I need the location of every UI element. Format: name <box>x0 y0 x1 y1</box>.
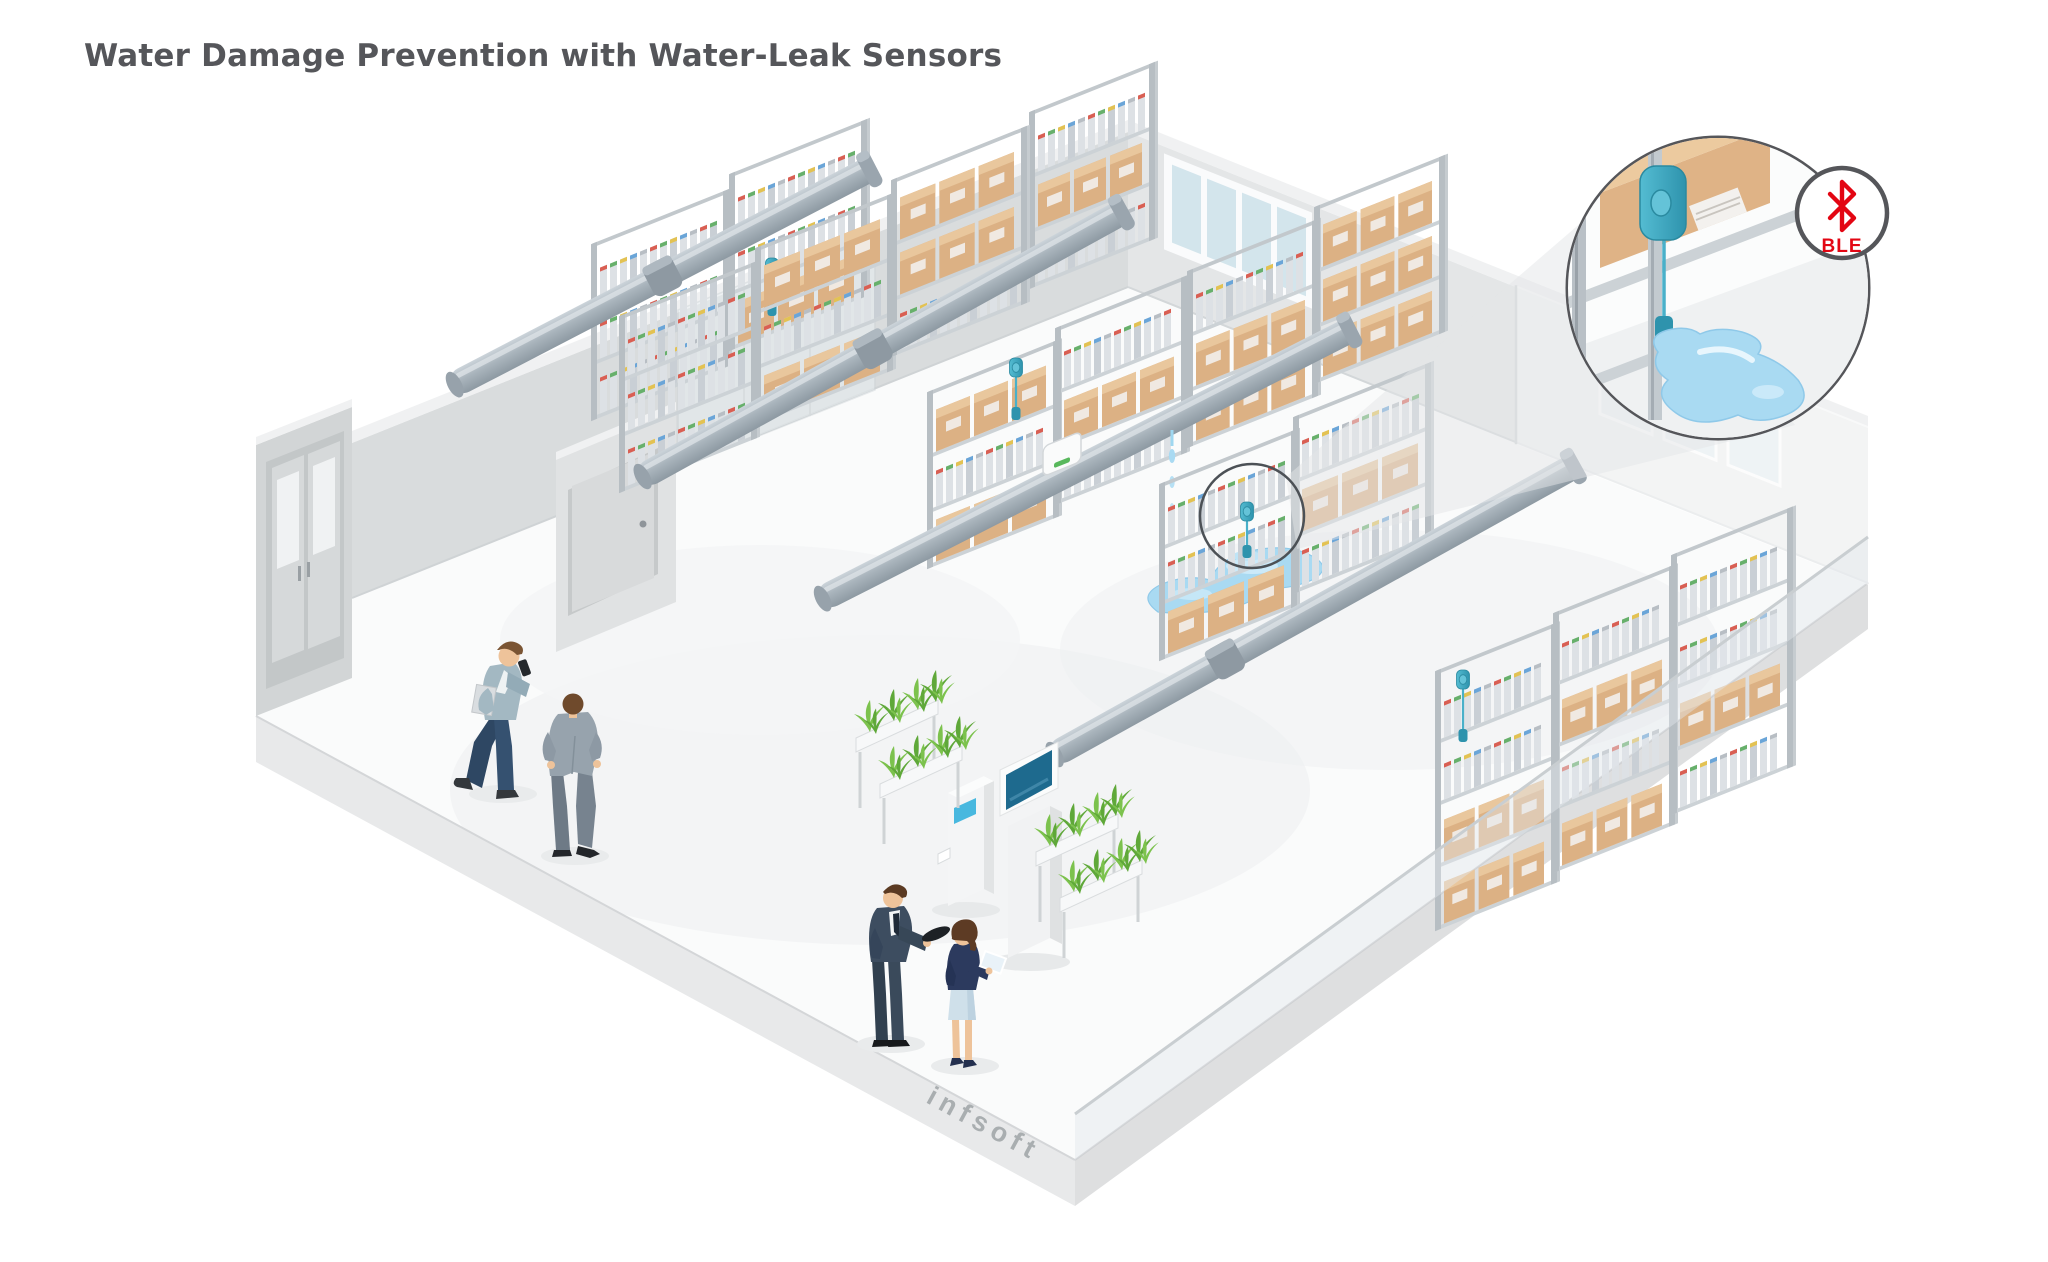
water-pipe <box>633 193 1135 490</box>
bluetooth-icon <box>1827 179 1857 233</box>
person-gray-suit <box>541 693 609 865</box>
front-glass-rail <box>1074 535 1869 1160</box>
people <box>453 641 1008 1075</box>
shelf-rack <box>1671 505 1796 816</box>
shelf-rack <box>1435 621 1560 932</box>
water-leak-sensor-icon <box>1240 501 1254 558</box>
single-door <box>568 448 658 616</box>
racks-pipes-sensors <box>445 60 1796 932</box>
plant-stand <box>1034 784 1159 958</box>
furniture <box>854 670 1159 971</box>
water-leak-sensor-icon <box>1456 669 1470 742</box>
person-walking-phone <box>453 641 537 803</box>
ble-badge: BLE <box>1794 165 1890 261</box>
double-door-wall <box>256 399 352 716</box>
plant-stand <box>854 670 979 844</box>
person-businesswoman <box>931 919 1008 1075</box>
person-businessman <box>857 884 951 1053</box>
water-pipe <box>813 311 1363 612</box>
ble-gateway <box>1042 432 1082 476</box>
page-title: Water Damage Prevention with Water-Leak … <box>84 38 1003 74</box>
shelf-rack <box>1055 274 1190 506</box>
water-leak-sensor-icon <box>1009 357 1023 420</box>
double-door <box>266 431 344 689</box>
water-dispenser <box>932 776 1000 918</box>
highlight-ring <box>1198 462 1306 570</box>
ble-label: BLE <box>1822 236 1863 257</box>
water-pipe <box>445 150 883 398</box>
